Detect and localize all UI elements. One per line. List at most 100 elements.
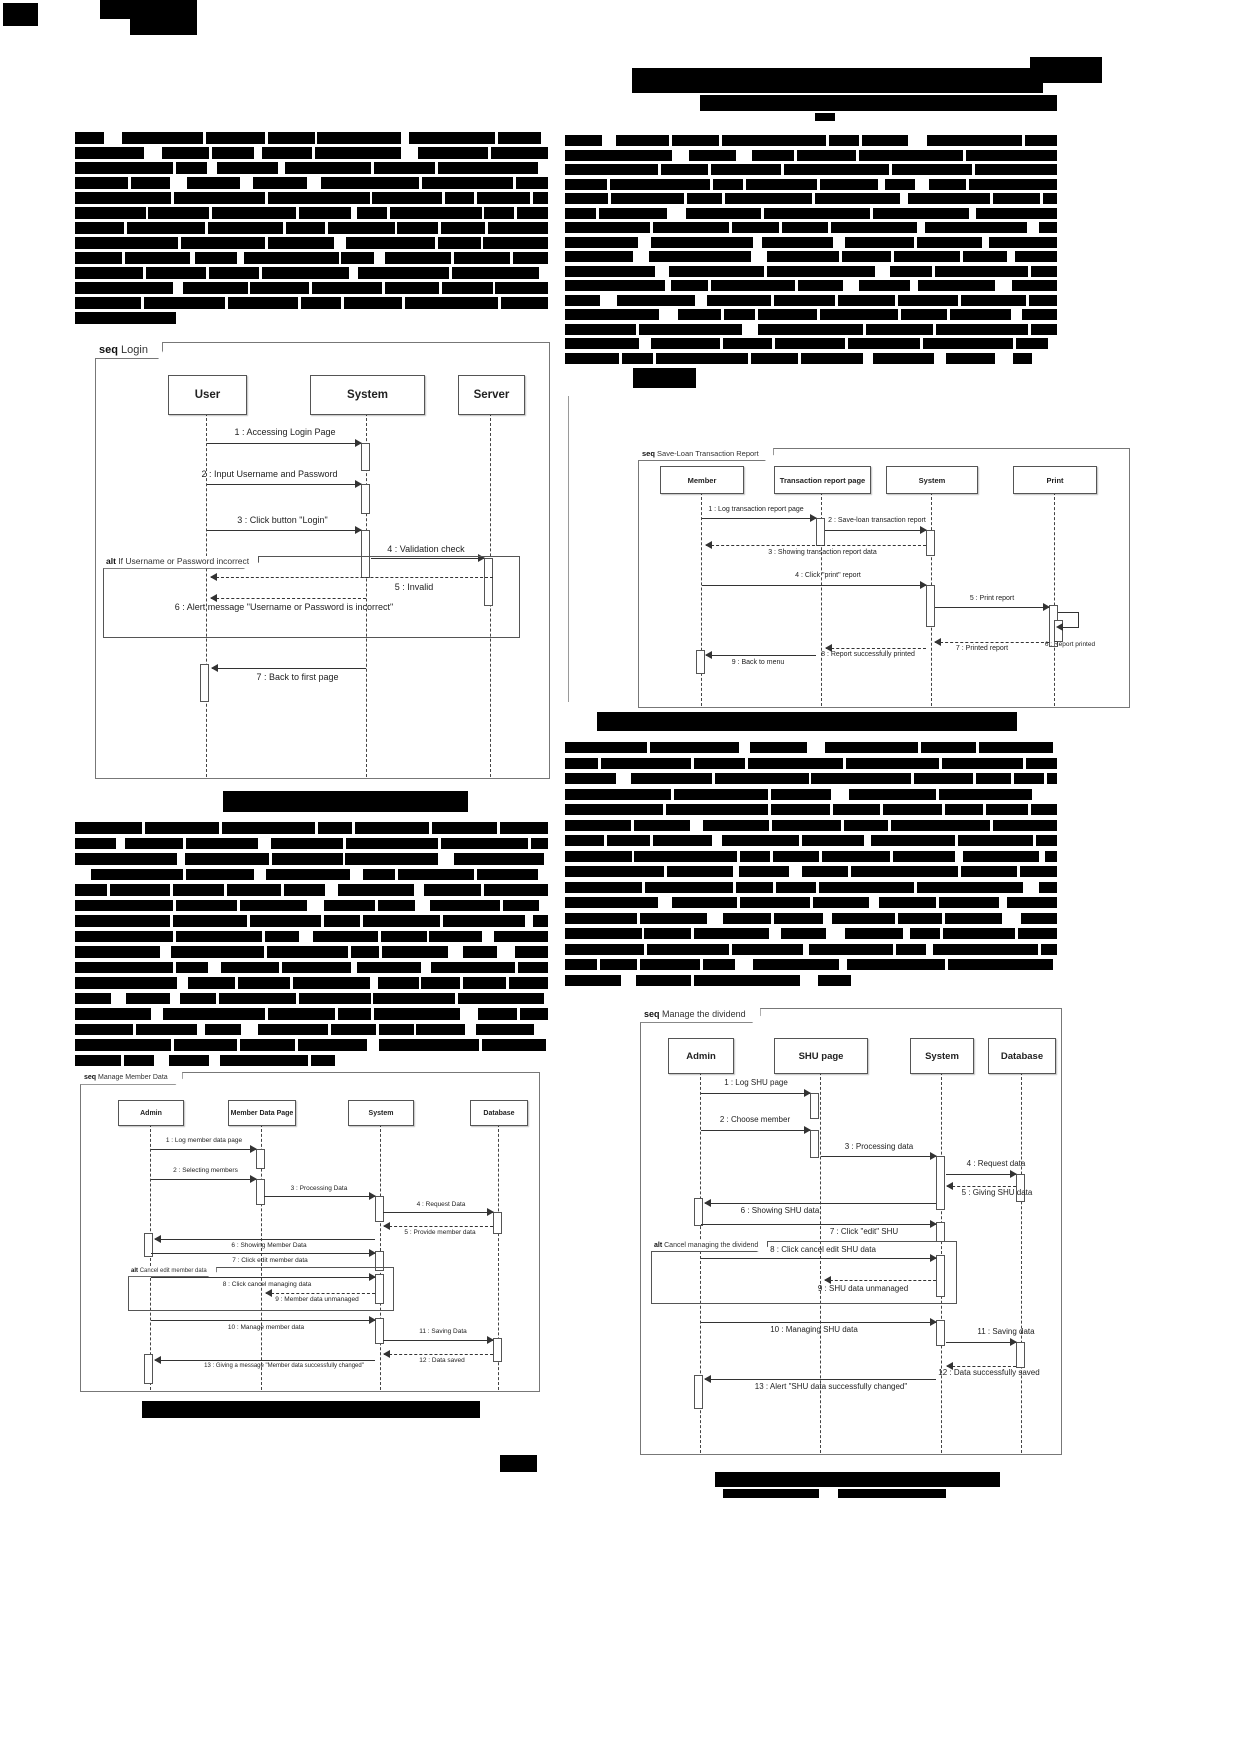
redaction-bar (312, 930, 379, 942)
redaction-bar (565, 819, 632, 831)
redaction-bar (180, 992, 217, 1004)
redaction-bar (385, 282, 440, 294)
redaction-bar (75, 946, 161, 958)
redaction-bar (500, 297, 548, 309)
redaction-bar (606, 835, 651, 846)
redaction-bar (962, 251, 1008, 262)
message-label: 13 : Alert "SHU data successfully change… (754, 1382, 908, 1391)
redaction-bar (121, 132, 204, 144)
redaction-bar (323, 899, 375, 911)
redaction-bar (220, 1054, 308, 1066)
redaction-bar (565, 236, 638, 248)
redaction-bar (338, 884, 414, 896)
redaction-bar (711, 280, 796, 291)
message-arrow (371, 554, 485, 563)
redaction-bar (633, 368, 696, 388)
redaction-bar (284, 162, 372, 174)
redaction-bar (1014, 251, 1057, 262)
message-arrow (383, 1222, 493, 1231)
redaction-bar (453, 853, 545, 865)
redaction-bar (267, 1008, 336, 1020)
redaction-bar (477, 868, 538, 880)
redaction-bar (565, 974, 622, 986)
redaction-bar (946, 352, 996, 364)
redaction-bar (239, 899, 308, 911)
redaction-bar (1013, 352, 1033, 364)
redaction-bar (960, 294, 1027, 306)
message-arrow (265, 1289, 375, 1298)
lifeline-system (366, 413, 367, 777)
redaction-bar (650, 742, 739, 753)
redaction-bar (382, 946, 448, 958)
redaction-bar (173, 915, 247, 927)
redaction-bar (357, 207, 388, 219)
message-label: 9 : Member data unmanaged (275, 1296, 359, 1303)
redaction-bar (565, 943, 645, 955)
redaction-bar (693, 928, 770, 939)
redaction-bar (974, 164, 1057, 175)
message-arrow (946, 1338, 1017, 1347)
message-arrow (825, 526, 927, 535)
redaction-bar (740, 850, 771, 862)
redaction-bar (1035, 835, 1057, 846)
redaction-bar (377, 899, 416, 911)
redaction-bar (706, 294, 772, 306)
redaction-bar (703, 819, 770, 831)
lifeline-head-admin: Admin (668, 1038, 734, 1074)
redaction-bar (75, 930, 174, 942)
redaction-bar (330, 1023, 377, 1035)
redaction-bar (750, 742, 807, 753)
redaction-bar (621, 352, 653, 364)
redaction-bar (677, 309, 722, 320)
redaction-bar (75, 312, 177, 324)
redaction-bar (357, 961, 421, 973)
redaction-bar (75, 282, 174, 294)
redaction-bar (75, 297, 141, 309)
redaction-bar (442, 282, 493, 294)
redaction-bar (565, 352, 619, 364)
redaction-bar (494, 930, 548, 942)
redaction-bar (722, 338, 772, 349)
redaction-bar (187, 177, 240, 189)
activation-bar (493, 1212, 502, 1234)
redaction-bar (565, 835, 604, 846)
redaction-bar (752, 959, 840, 970)
redaction-bar (530, 837, 548, 849)
redaction-bar (945, 804, 984, 815)
alt-label: alt Cancel managing the dividend (651, 1241, 769, 1253)
message-arrow (824, 1276, 936, 1285)
lifeline-head-server: Server (458, 375, 525, 415)
redaction-bar (565, 135, 602, 146)
redaction-bar (176, 930, 263, 942)
redaction-bar (601, 757, 691, 769)
activation-bar (1054, 620, 1063, 642)
login-frame-title: seq Login (95, 342, 163, 360)
redaction-bar (649, 251, 751, 262)
message-label: 12 : Data successfully saved (938, 1368, 1040, 1377)
redaction-bar (829, 135, 860, 146)
redaction-bar (327, 222, 395, 234)
member-data-frame-title: seq Manage Member Data (80, 1072, 183, 1085)
redaction-bar (358, 267, 449, 279)
redaction-bar (124, 1054, 155, 1066)
redacted-figure-caption (715, 1472, 1000, 1487)
redaction-bar (688, 149, 737, 161)
redaction-bar (75, 267, 144, 279)
redaction-bar (373, 992, 456, 1004)
redaction-bar (870, 835, 956, 846)
redaction-bar (600, 959, 637, 970)
redaction-bar (135, 1023, 197, 1035)
redaction-bar (282, 961, 351, 973)
redaction-bar (775, 881, 816, 893)
redaction-bar (943, 928, 1016, 939)
redaction-bar (670, 280, 709, 291)
redacted-figure-caption (597, 712, 1017, 731)
lifeline-head-print: Print (1013, 466, 1097, 494)
message-label: 4 : Request Data (416, 1201, 466, 1208)
redaction-bar (732, 943, 804, 955)
redaction-bar (565, 309, 660, 320)
redacted-heading-line (815, 113, 835, 121)
redaction-bar (935, 265, 1029, 277)
message-label: 8 : Click cancel managing data (222, 1281, 312, 1288)
redaction-bar (75, 992, 111, 1004)
